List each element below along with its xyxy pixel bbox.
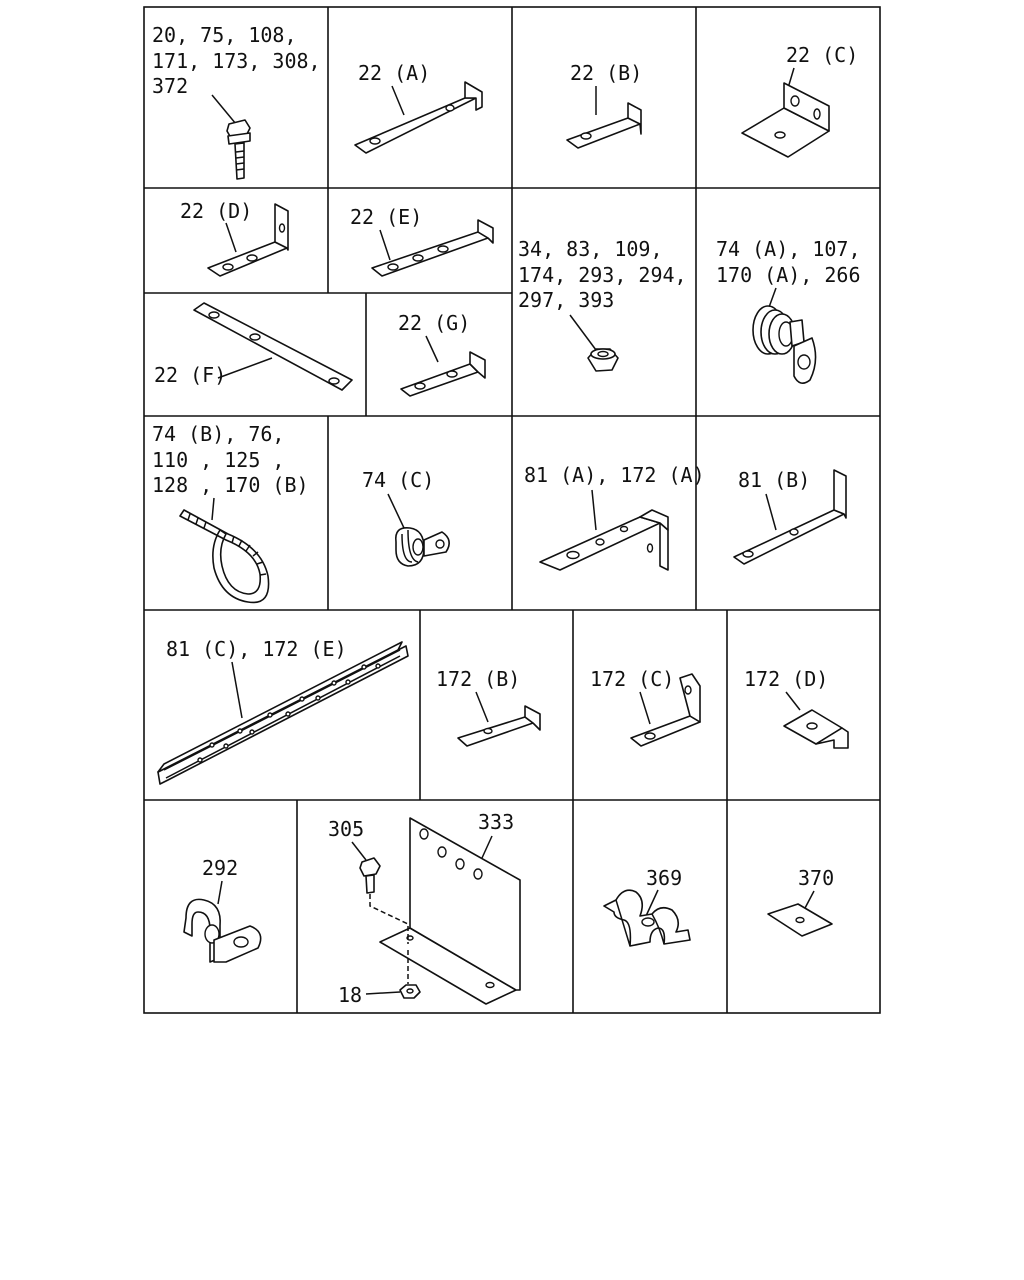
bracket-22e-drawing — [371, 219, 494, 277]
plate-370-label: 370 — [798, 866, 834, 890]
clip-292-callout: 292 — [202, 856, 238, 905]
band-74b-callout: 74 (B), 76, 110 , 125 , 128 , 170 (B) — [152, 422, 309, 521]
bracket-22e-callout: 22 (E) — [350, 205, 422, 261]
assy-18-callout: 18 — [338, 983, 401, 1007]
bracket-22f-label: 22 (F) — [154, 363, 226, 387]
nut-callout: 34, 83, 109, 174, 293, 294, 297, 393 — [518, 237, 687, 351]
bracket-22f-drawing — [193, 302, 353, 391]
plate-370-drawing — [767, 903, 833, 937]
assy-305-callout: 305 — [328, 817, 367, 861]
clip-74a-label-line-2: 170 (A), 266 — [716, 263, 861, 287]
assy-333-label: 333 — [478, 810, 514, 834]
bracket-172b-drawing — [457, 705, 541, 747]
clip-74c-callout: 74 (C) — [362, 468, 434, 529]
bolt-drawing — [226, 119, 251, 180]
bracket-22b-callout: 22 (B) — [570, 61, 642, 115]
assy-305-bolt-drawing — [359, 857, 409, 944]
bracket-172d-callout: 172 (D) — [744, 667, 828, 711]
clip-292-label: 292 — [202, 856, 238, 880]
clip-74c-label: 74 (C) — [362, 468, 434, 492]
clip-369-drawing — [603, 889, 691, 947]
band-74b-label-line-2: 110 , 125 , — [152, 448, 284, 472]
nut-drawing — [587, 348, 619, 372]
bracket-172d-drawing — [783, 709, 849, 749]
clip-74c-drawing — [394, 526, 450, 567]
rail-81c-drawing — [157, 641, 409, 785]
bracket-81b-label: 81 (B) — [738, 468, 810, 492]
bracket-22b-label: 22 (B) — [570, 61, 642, 85]
bracket-172b-label: 172 (B) — [436, 667, 520, 691]
rail-81c-label: 81 (C), 172 (E) — [166, 637, 347, 661]
bracket-172d-label: 172 (D) — [744, 667, 828, 691]
bracket-81a-callout: 81 (A), 172 (A) — [524, 463, 705, 531]
clip-74a-callout: 74 (A), 107, 170 (A), 266 — [716, 237, 861, 311]
bracket-22a-label: 22 (A) — [358, 61, 430, 85]
bracket-81a-label: 81 (A), 172 (A) — [524, 463, 705, 487]
bracket-172c-drawing — [630, 673, 701, 747]
assy-18-nut-drawing — [399, 950, 421, 999]
bracket-22c-label: 22 (C) — [786, 43, 858, 67]
clip-74a-drawing — [752, 305, 817, 384]
assy-333-drawing — [379, 817, 521, 1005]
bracket-81b-callout: 81 (B) — [738, 468, 810, 531]
bracket-22f-callout: 22 (F) — [154, 357, 273, 387]
band-74b-drawing — [179, 509, 270, 604]
bolt-label-line-3: 372 — [152, 74, 188, 98]
nut-label-line-1: 34, 83, 109, — [518, 237, 663, 261]
bracket-22a-callout: 22 (A) — [358, 61, 430, 116]
clip-369-callout: 369 — [645, 866, 682, 917]
assy-18-label: 18 — [338, 983, 362, 1007]
bracket-172c-label: 172 (C) — [590, 667, 674, 691]
bracket-22c-drawing — [741, 82, 830, 158]
bracket-172b-callout: 172 (B) — [436, 667, 520, 723]
bolt-label-line-1: 20, 75, 108, — [152, 23, 297, 47]
clip-292-drawing — [183, 898, 262, 963]
plate-370-callout: 370 — [798, 866, 834, 911]
bracket-22d-drawing — [207, 203, 289, 277]
rail-81c-callout: 81 (C), 172 (E) — [166, 637, 347, 719]
bracket-172c-callout: 172 (C) — [590, 667, 674, 725]
bracket-81b-drawing — [733, 469, 847, 565]
bolt-label-line-2: 171, 173, 308, — [152, 49, 321, 73]
clip-74a-label-line-1: 74 (A), 107, — [716, 237, 861, 261]
nut-label-line-2: 174, 293, 294, — [518, 263, 687, 287]
bolt-callout: 20, 75, 108, 171, 173, 308, 372 — [152, 23, 321, 125]
nut-label-line-3: 297, 393 — [518, 288, 614, 312]
clip-369-label: 369 — [646, 866, 682, 890]
bracket-22e-label: 22 (E) — [350, 205, 422, 229]
bracket-22g-label: 22 (G) — [398, 311, 470, 335]
bracket-81a-drawing — [539, 509, 669, 571]
bracket-22b-drawing — [566, 102, 642, 149]
bracket-22g-drawing — [400, 351, 486, 397]
bracket-22d-label: 22 (D) — [180, 199, 252, 223]
bracket-22c-callout: 22 (C) — [786, 43, 858, 89]
assy-305-label: 305 — [328, 817, 364, 841]
grid-lines — [143, 6, 881, 1014]
band-74b-label-line-1: 74 (B), 76, — [152, 422, 284, 446]
bracket-22d-callout: 22 (D) — [180, 199, 252, 253]
bracket-22g-callout: 22 (G) — [398, 311, 470, 363]
bracket-22a-drawing — [354, 81, 483, 154]
assy-333-callout: 333 — [478, 810, 514, 859]
band-74b-label-line-3: 128 , 170 (B) — [152, 473, 309, 497]
